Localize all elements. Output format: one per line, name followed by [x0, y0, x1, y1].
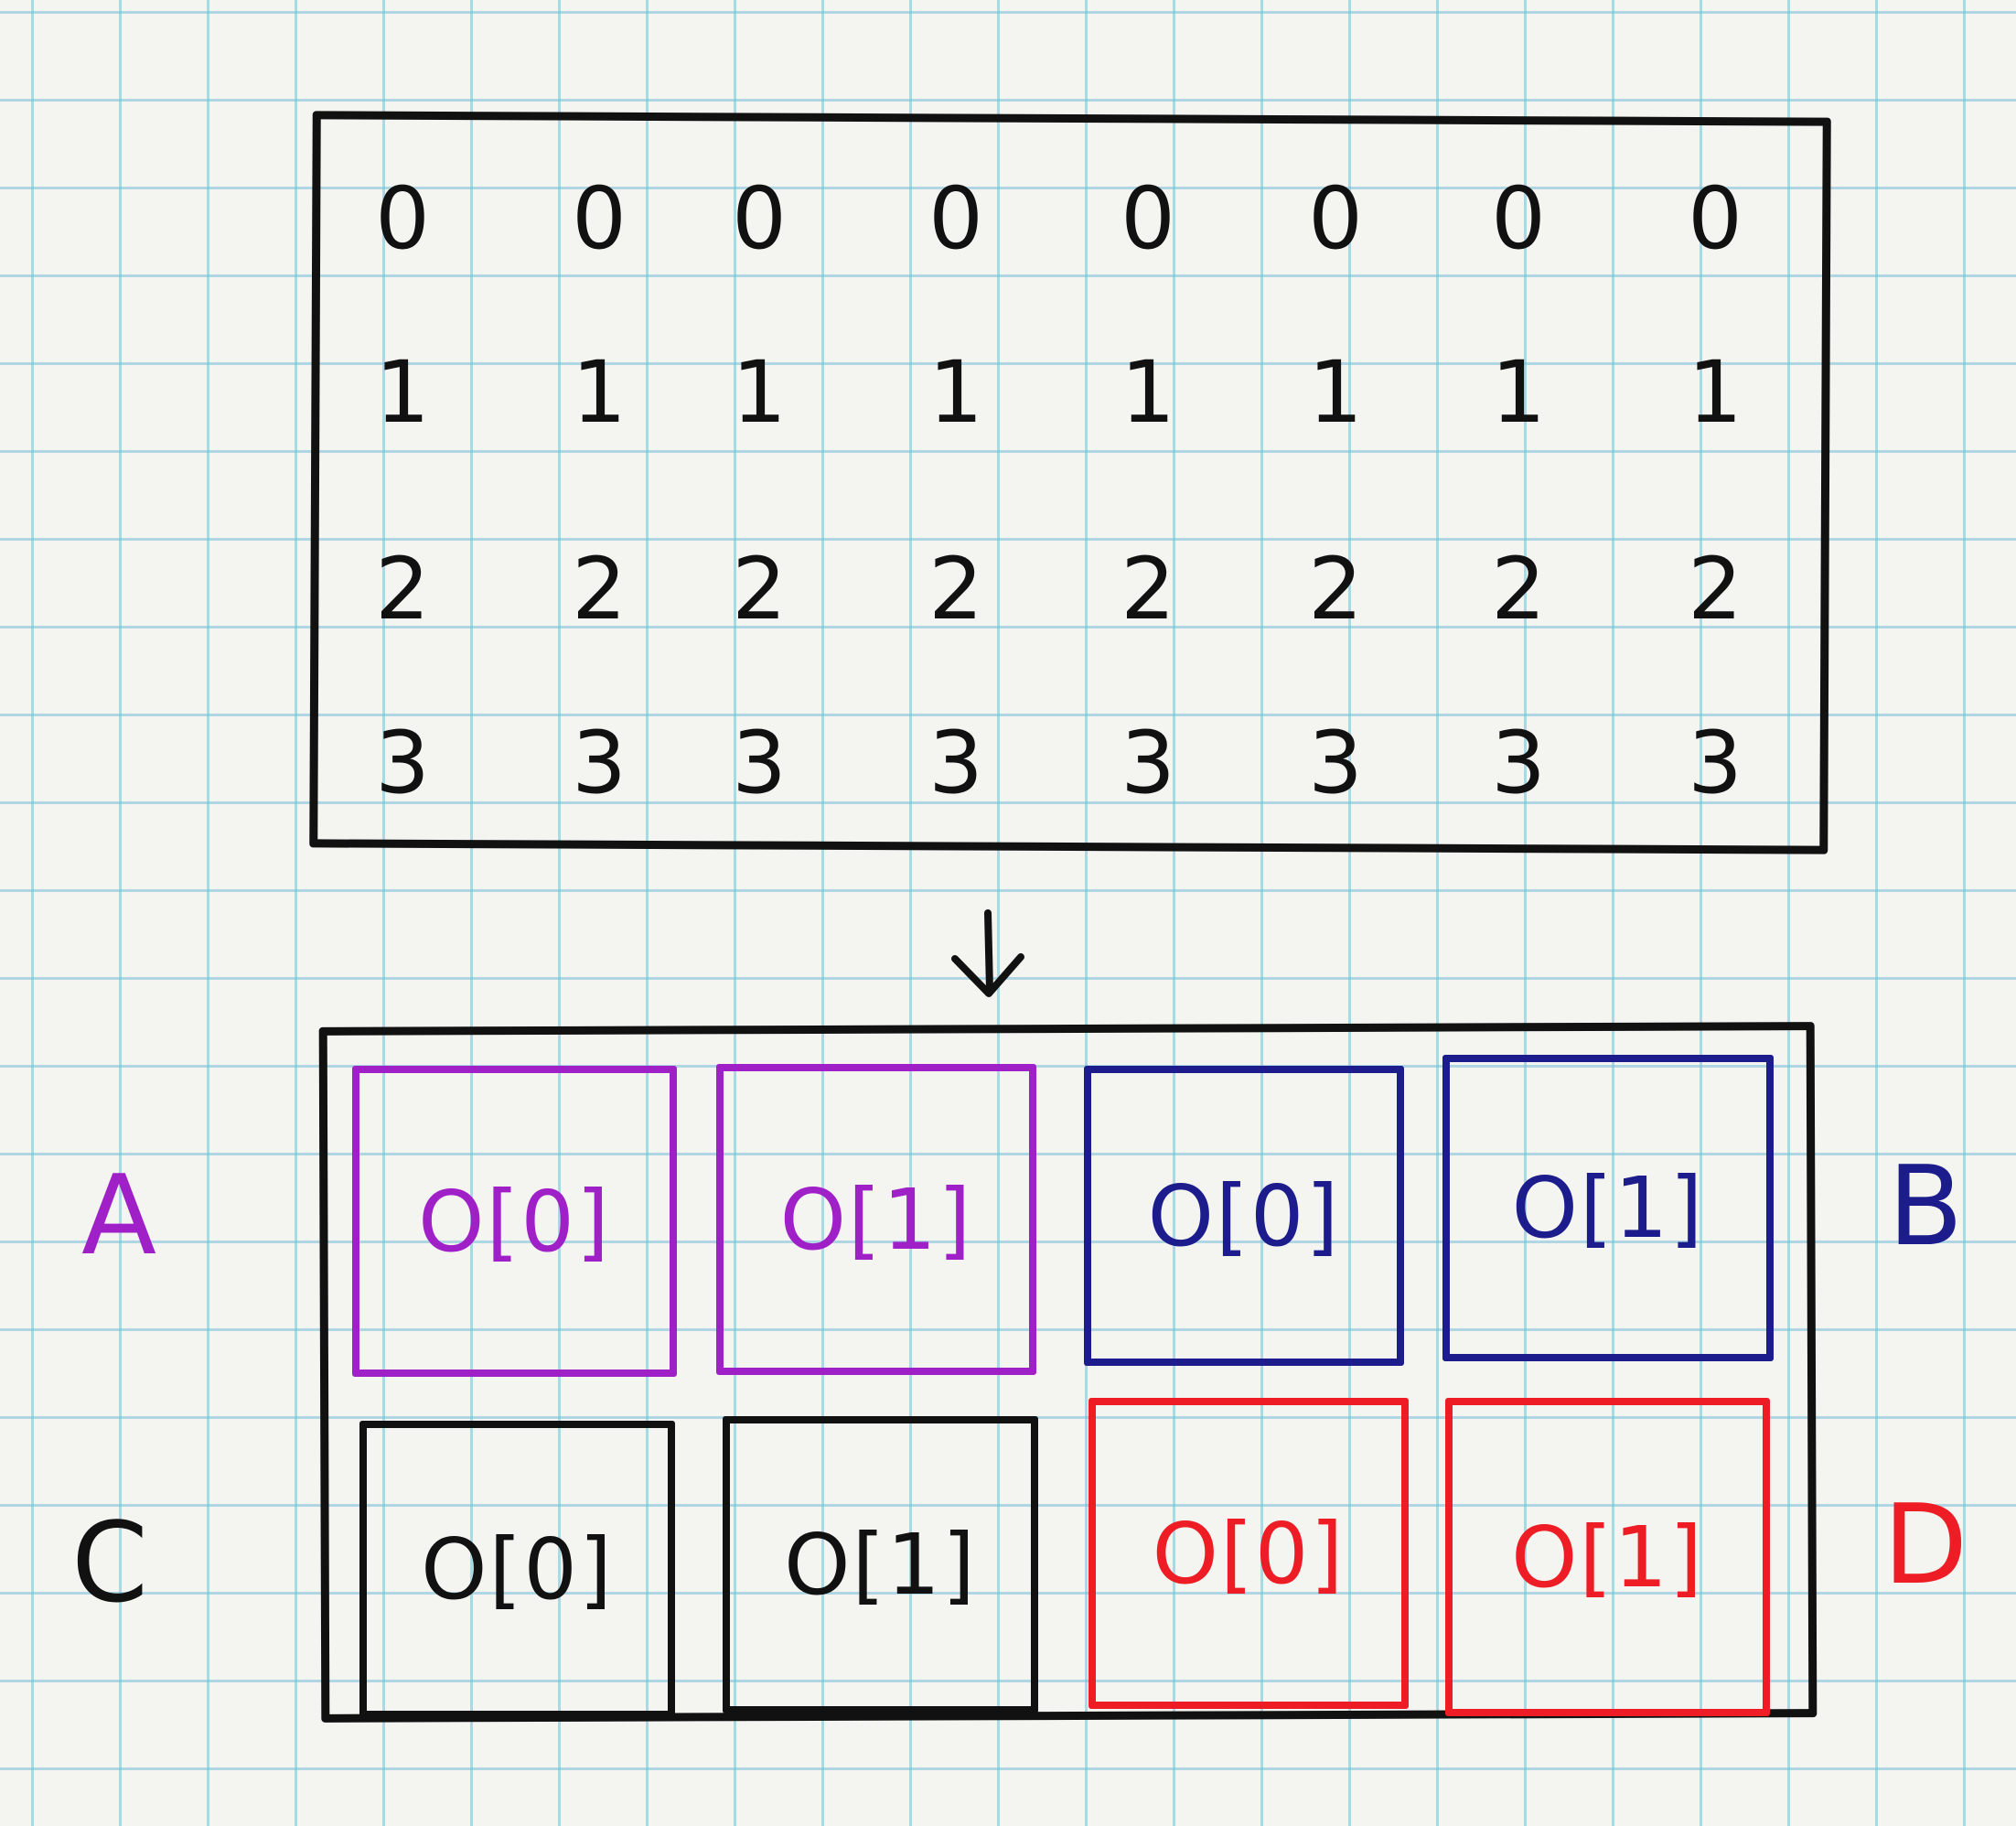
array-cell: 1 [732, 343, 787, 443]
group-label-d: D [1882, 1482, 1968, 1609]
block-a-o1: O[1] [716, 1064, 1036, 1375]
block-a-o0: O[0] [352, 1066, 677, 1377]
array-cell: 2 [1491, 540, 1546, 639]
down-arrow-icon [951, 909, 1024, 997]
array-cell: 1 [1688, 343, 1743, 443]
array-cell: 0 [1491, 169, 1546, 269]
array-cell: 1 [1308, 343, 1363, 443]
block-b-o0: O[0] [1084, 1066, 1404, 1366]
block-label: O[0] [418, 1172, 611, 1271]
array-cell: 2 [1688, 540, 1743, 639]
block-c-o0: O[0] [359, 1421, 675, 1718]
block-d-o1: O[1] [1445, 1398, 1770, 1716]
array-cell: 0 [572, 169, 627, 269]
array-cell: 2 [572, 540, 627, 639]
array-cell: 2 [1308, 540, 1363, 639]
array-cell: 3 [732, 714, 787, 813]
array-cell: 1 [375, 343, 430, 443]
array-cell: 3 [572, 714, 627, 813]
source-array-frame [309, 111, 1831, 854]
group-label-b: B [1887, 1144, 1964, 1271]
array-cell: 0 [1308, 169, 1363, 269]
block-label: O[0] [1147, 1166, 1341, 1265]
array-cell: 2 [375, 540, 430, 639]
array-cell: 0 [1121, 169, 1175, 269]
array-cell: 2 [732, 540, 787, 639]
group-label-c: C [71, 1500, 148, 1627]
array-cell: 0 [375, 169, 430, 269]
array-cell: 3 [1121, 714, 1175, 813]
array-cell: 0 [928, 169, 983, 269]
block-label: O[1] [1511, 1508, 1704, 1606]
array-cell: 2 [928, 540, 983, 639]
group-label-a: A [80, 1153, 157, 1280]
array-cell: 3 [1308, 714, 1363, 813]
array-cell: 3 [1491, 714, 1546, 813]
block-label: O[1] [784, 1516, 977, 1614]
array-cell: 1 [572, 343, 627, 443]
array-cell: 0 [732, 169, 787, 269]
array-cell: 1 [928, 343, 983, 443]
array-cell: 3 [928, 714, 983, 813]
block-label: O[0] [421, 1520, 614, 1618]
block-label: O[1] [779, 1170, 973, 1269]
block-c-o1: O[1] [723, 1416, 1038, 1713]
block-d-o0: O[0] [1088, 1398, 1409, 1709]
block-label: O[0] [1152, 1504, 1346, 1603]
array-cell: 3 [1688, 714, 1743, 813]
block-b-o1: O[1] [1442, 1055, 1774, 1361]
array-cell: 2 [1121, 540, 1175, 639]
array-cell: 1 [1491, 343, 1546, 443]
block-label: O[1] [1511, 1159, 1705, 1257]
array-cell: 1 [1121, 343, 1175, 443]
array-cell: 0 [1688, 169, 1743, 269]
array-cell: 3 [375, 714, 430, 813]
